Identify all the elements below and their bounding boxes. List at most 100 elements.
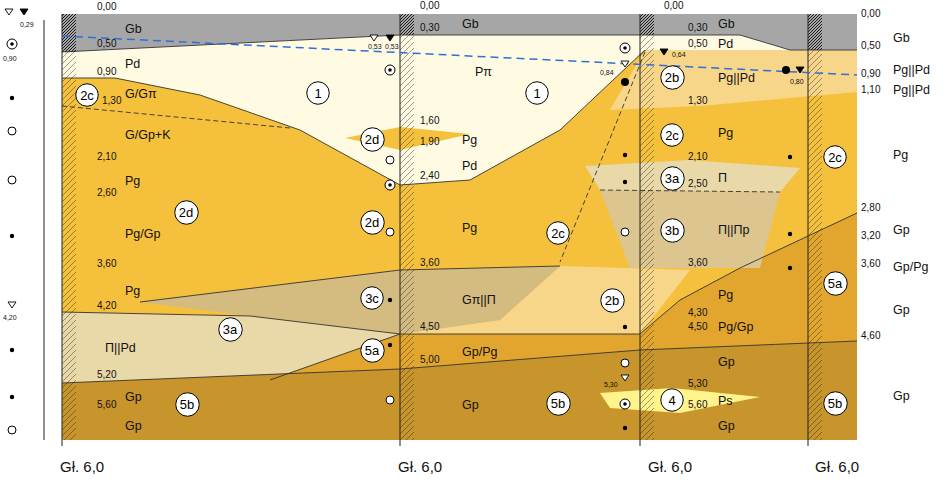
callout-circle <box>360 127 384 151</box>
callout-number: 3a <box>218 317 243 342</box>
depth-value: 4,50 <box>420 322 439 332</box>
callout-text: 5a <box>365 344 379 357</box>
soil-symbol: Pg <box>125 175 140 188</box>
callout-circle <box>661 124 684 147</box>
callout-text: 2c <box>551 227 565 240</box>
callout-text: 5b <box>180 398 194 411</box>
sample-symbol <box>623 153 627 157</box>
callout-text: 3a <box>223 323 237 336</box>
depth-value: 1,60 <box>420 116 439 126</box>
soil-symbol: G/Gp+K <box>125 129 171 142</box>
callout-text: 3c <box>365 292 379 305</box>
sample-symbol <box>388 183 392 187</box>
water-level-symbol <box>5 9 13 15</box>
callout-text: 5b <box>828 397 842 410</box>
callout-circle <box>824 146 847 169</box>
sample-symbol <box>788 266 792 270</box>
sample-symbol <box>621 78 629 86</box>
callout-number: 2c <box>660 123 684 147</box>
sample-symbol <box>620 43 630 53</box>
callout-number: 2c <box>823 145 847 169</box>
callout-number: 1 <box>525 81 549 105</box>
callout-circle <box>361 287 384 310</box>
callout-text: 2c <box>828 151 842 164</box>
sample-symbol <box>620 399 630 409</box>
soil-symbol: Π||Pd <box>105 342 136 355</box>
soil-layer <box>62 14 857 52</box>
callout-circle <box>360 210 384 234</box>
callout-number: 1 <box>306 81 330 105</box>
borehole-depth: Gł. 6,0 <box>648 459 692 474</box>
sample-symbol <box>623 46 627 50</box>
callout-text: 3b <box>665 224 679 237</box>
depth-value: 0,90 <box>861 69 880 79</box>
callout-circle <box>823 391 847 415</box>
soil-symbol: Gp <box>125 420 142 433</box>
callout-number: 2d <box>360 127 385 152</box>
depth-value: 0,50 <box>688 39 707 49</box>
soil-symbol: Pg <box>462 222 477 235</box>
sample-symbol <box>10 348 14 352</box>
layer-boundary <box>560 52 645 262</box>
water-level-symbol <box>8 302 16 308</box>
layer-boundary <box>62 35 857 52</box>
sample-symbol <box>386 396 394 404</box>
soil-symbol: Pg <box>718 127 733 140</box>
depth-value: 0,00 <box>420 1 439 11</box>
callout-text: 2d <box>179 206 193 219</box>
callout-circle <box>526 82 549 105</box>
layer-boundary <box>600 190 780 192</box>
callout-text: 2c <box>665 129 679 142</box>
depth-value: 0,00 <box>861 9 880 19</box>
depth-value: 0,30 <box>688 23 707 33</box>
depth-value: 1,30 <box>688 96 707 106</box>
soil-symbol: Gπ||Π <box>462 294 496 307</box>
callout-number: 2b <box>660 65 685 90</box>
callout-circle <box>660 65 684 89</box>
depth-value: 4,20 <box>97 301 116 311</box>
soil-symbol: Pg <box>893 149 908 162</box>
sample-symbol <box>623 402 627 406</box>
depth-value: 5,20 <box>97 370 116 380</box>
sample-symbol <box>623 325 627 329</box>
callout-circle <box>547 222 570 245</box>
depth-value: 4,30 <box>688 308 707 318</box>
depth-value: 0,30 <box>420 23 439 33</box>
callout-number: 5a <box>360 338 385 363</box>
borehole-hatch <box>400 14 414 440</box>
soil-symbol: Pd <box>462 160 477 173</box>
callout-circle <box>360 338 384 362</box>
callout-text: 5a <box>828 277 842 290</box>
water-level-symbol <box>796 67 804 73</box>
soil-symbol: Gb <box>718 18 735 31</box>
borehole-line <box>400 14 401 446</box>
depth-value: 2,80 <box>861 203 880 213</box>
callout-text: 1 <box>314 87 321 100</box>
callout-circle <box>174 200 198 224</box>
soil-layer <box>62 14 857 185</box>
depth-value: 5,60 <box>97 400 116 410</box>
callout-number: 3a <box>660 166 685 191</box>
sample-symbol <box>10 395 14 399</box>
callout-text: 1 <box>533 87 540 100</box>
soil-symbol: Pd <box>125 58 140 71</box>
depth-value: 0,90 <box>97 67 116 77</box>
depth-value: 0,00 <box>664 1 683 11</box>
soil-symbol: Pg||Pd <box>893 64 930 77</box>
callout-text: 2b <box>665 71 679 84</box>
depth-value: 5,30 <box>688 379 707 389</box>
soil-layer <box>600 190 780 268</box>
callout-number: 2d <box>174 200 199 225</box>
callout-text: 5b <box>551 397 565 410</box>
soil-layer <box>600 388 760 413</box>
callout-text: 2b <box>605 294 619 307</box>
depth-value: 3,20 <box>861 231 880 241</box>
callout-number: 5a <box>823 271 848 296</box>
soil-symbol: Pg/Gp <box>125 228 160 241</box>
sample-symbol <box>385 65 395 75</box>
callout-number: 3b <box>660 218 685 243</box>
callout-circle <box>600 288 624 312</box>
callout-number: 2d <box>360 210 385 235</box>
sample-symbol <box>782 66 790 74</box>
sample-symbol <box>10 234 14 238</box>
